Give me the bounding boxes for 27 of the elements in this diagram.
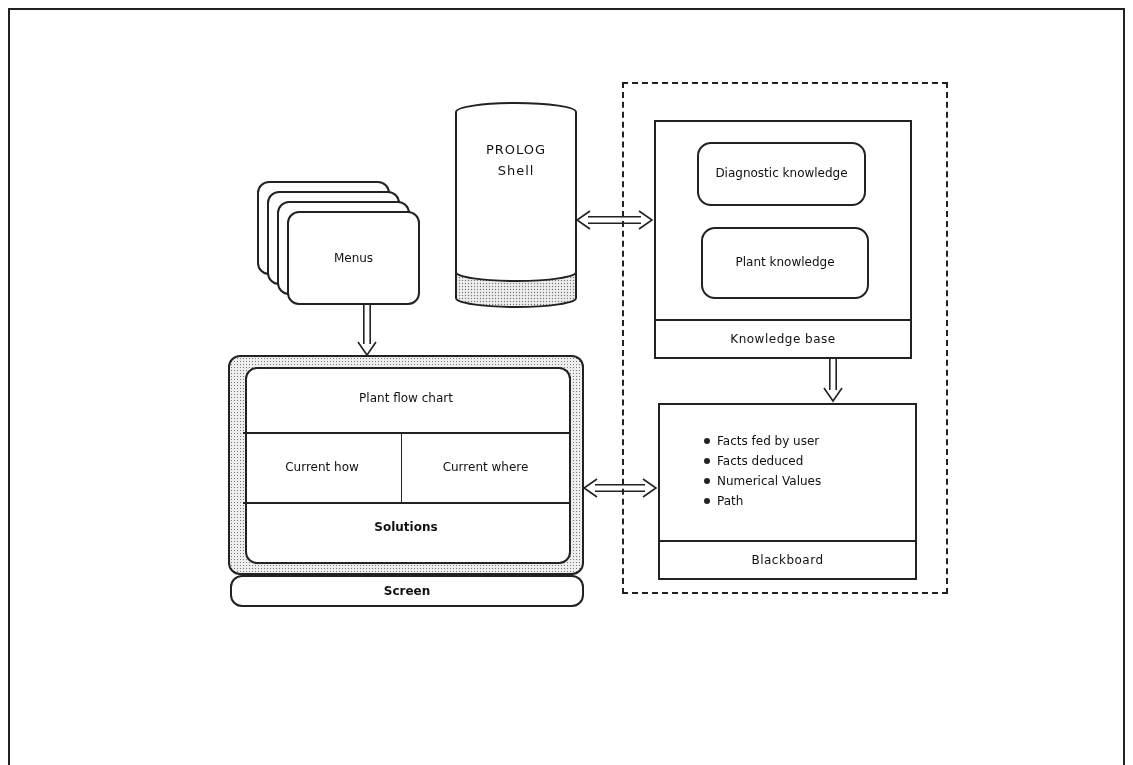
- knowledge-box: [697, 142, 866, 206]
- panel-title: Blackboard: [751, 553, 824, 567]
- dashed-region: [622, 82, 948, 594]
- database-cylinder: [455, 102, 577, 308]
- double-arrow: [823, 356, 843, 403]
- box-label: Plant knowledge: [735, 254, 835, 272]
- panel-title: Knowledge base: [730, 332, 836, 346]
- section-label: Solutions: [374, 519, 438, 537]
- section-label: Plant flow chart: [359, 389, 453, 407]
- bullet-item: Path: [717, 493, 744, 510]
- section-label: Current how: [285, 459, 359, 477]
- menu-card: [287, 211, 420, 305]
- blackboard-panel: [658, 403, 917, 580]
- bullet-item: Numerical Values: [717, 473, 822, 490]
- screen-section: [401, 432, 569, 502]
- double-arrow: [575, 210, 654, 230]
- bullet-item: Facts deduced: [717, 453, 804, 470]
- section-label: Current where: [442, 459, 529, 477]
- bullet-item: Facts fed by user: [717, 433, 820, 450]
- box-label: Diagnostic knowledge: [715, 165, 848, 183]
- cylinder-label: PROLOG Shell: [484, 141, 548, 180]
- knowledge-box: [701, 227, 869, 299]
- double-arrow: [582, 478, 658, 498]
- base-label: Screen: [383, 584, 431, 598]
- card-label: Menus: [333, 251, 374, 265]
- knowledge-base-panel: [654, 120, 912, 359]
- double-arrow: [357, 304, 377, 357]
